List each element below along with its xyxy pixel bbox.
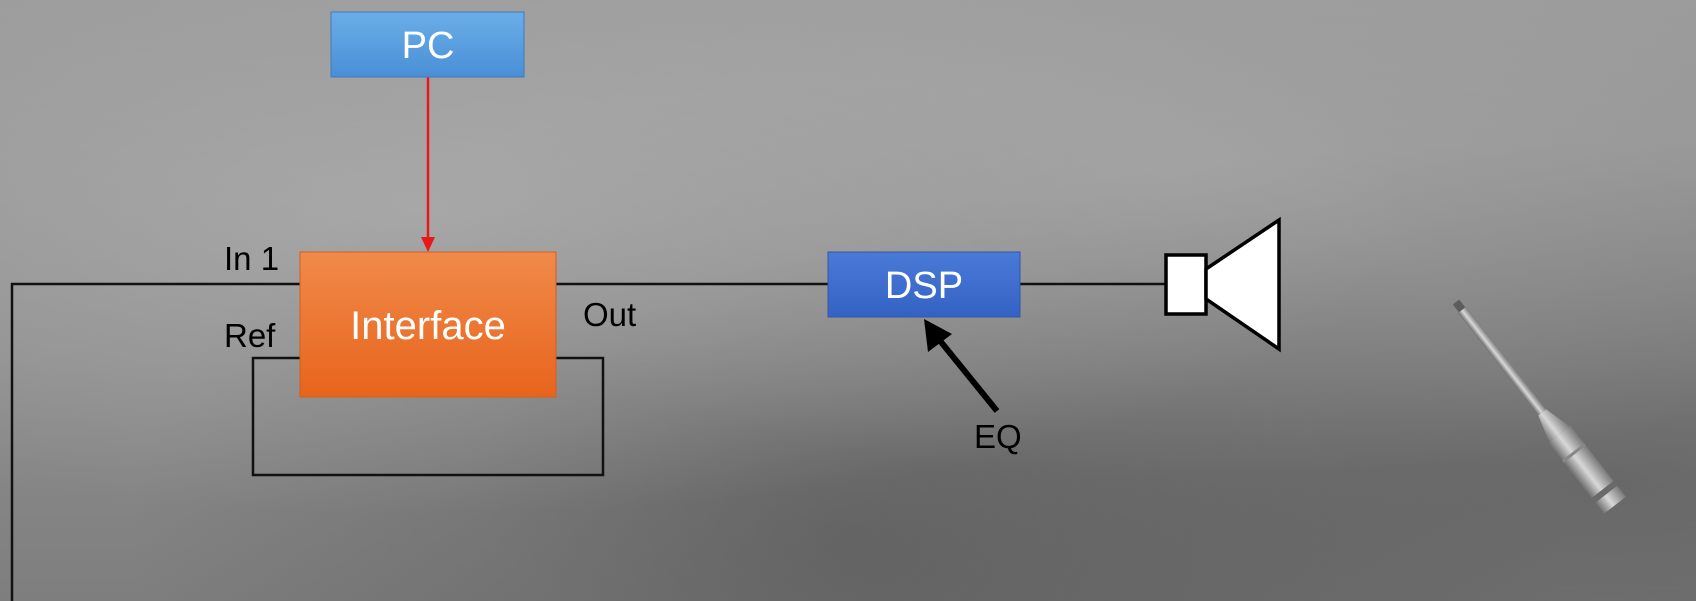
signal-wires <box>10 282 1165 601</box>
eq-label: EQ <box>974 418 1022 455</box>
reference-loopback-wire <box>251 356 605 477</box>
eq-arrow <box>924 319 1000 413</box>
pc-label: PC <box>402 25 455 67</box>
dsp-block: DSP <box>827 251 1021 318</box>
pc-control-arrow <box>421 77 435 252</box>
ref-label: Ref <box>224 317 276 354</box>
dsp-label: DSP <box>885 265 963 307</box>
pc-block: PC <box>330 11 525 78</box>
in-1-label: In 1 <box>224 240 279 277</box>
measurement-microphone-icon <box>1452 299 1626 514</box>
interface-label: Interface <box>350 304 506 348</box>
speaker-icon <box>1164 216 1281 353</box>
input-1-wire <box>10 282 300 601</box>
interface-block: Interface <box>299 251 557 398</box>
out-label: Out <box>583 296 636 333</box>
